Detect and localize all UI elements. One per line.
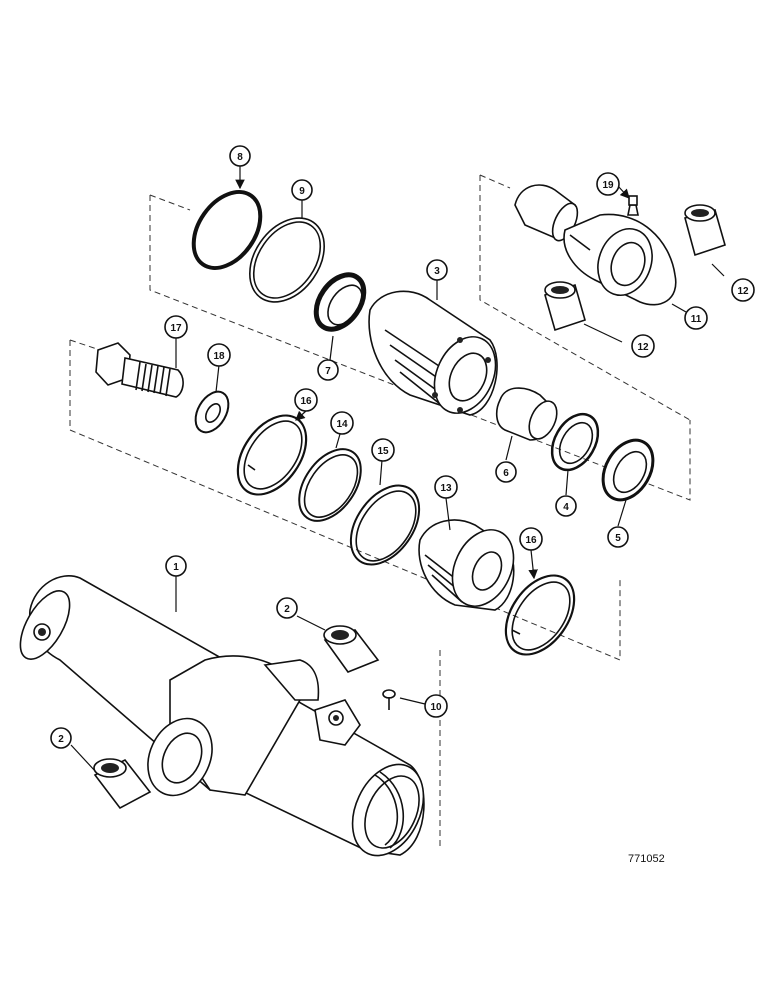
svg-text:2: 2 xyxy=(58,734,64,745)
ring-part-14 xyxy=(298,448,362,522)
cylinder-barrel-part-1 xyxy=(19,575,425,857)
ring-part-15 xyxy=(349,484,421,566)
callout-16-lower: 16 xyxy=(519,527,543,551)
leader-lines xyxy=(70,166,725,773)
svg-text:1: 1 xyxy=(173,562,179,573)
bushing-part-6 xyxy=(495,387,558,441)
bushing-part-12-lower xyxy=(544,281,586,332)
svg-text:13: 13 xyxy=(440,483,452,494)
callout-18: 18 xyxy=(207,343,231,367)
backup-ring-part-9 xyxy=(249,217,325,303)
callout-6: 6 xyxy=(495,461,517,483)
callout-19: 19 xyxy=(596,172,620,196)
callout-5: 5 xyxy=(607,526,629,548)
callout-2-left: 2 xyxy=(50,727,72,749)
callout-3: 3 xyxy=(426,259,448,281)
callout-9: 9 xyxy=(291,179,313,201)
svg-text:7: 7 xyxy=(325,366,331,377)
washer-part-18 xyxy=(194,390,230,434)
svg-text:9: 9 xyxy=(299,186,305,197)
svg-text:8: 8 xyxy=(237,152,243,163)
rod-eye-part-11 xyxy=(563,213,677,306)
svg-text:16: 16 xyxy=(300,396,312,407)
svg-text:2: 2 xyxy=(284,604,290,615)
seal-part-5 xyxy=(601,438,655,502)
callout-17: 17 xyxy=(164,315,188,339)
svg-text:5: 5 xyxy=(615,533,621,544)
svg-text:12: 12 xyxy=(737,286,749,297)
svg-text:15: 15 xyxy=(377,446,389,457)
svg-text:18: 18 xyxy=(213,351,225,362)
screw-part-10 xyxy=(382,689,396,710)
wire-ring-part-8 xyxy=(191,190,263,270)
grease-fitting-part-19 xyxy=(627,195,639,216)
callout-8: 8 xyxy=(229,145,251,167)
svg-text:12: 12 xyxy=(637,342,649,353)
drawing-code: 771052 xyxy=(628,853,665,865)
svg-text:14: 14 xyxy=(336,419,348,430)
callout-12-upper: 12 xyxy=(731,278,755,302)
svg-text:3: 3 xyxy=(434,266,440,277)
wear-ring-part-16-lower xyxy=(504,574,576,656)
callout-15: 15 xyxy=(371,438,395,462)
bolt-part-17 xyxy=(95,342,184,398)
bushing-part-12-upper xyxy=(684,204,726,257)
gland-part-3 xyxy=(368,290,498,416)
callout-10: 10 xyxy=(424,694,448,718)
svg-text:11: 11 xyxy=(691,314,702,325)
piston-group-outline xyxy=(69,339,621,661)
svg-text:4: 4 xyxy=(563,502,569,513)
ring-part-4 xyxy=(550,412,600,472)
svg-text:10: 10 xyxy=(430,702,442,713)
callout-13: 13 xyxy=(434,475,458,499)
callout-4: 4 xyxy=(555,495,577,517)
callout-16-upper: 16 xyxy=(294,388,318,412)
eye-group-outline xyxy=(479,174,691,421)
svg-text:17: 17 xyxy=(170,323,182,334)
callout-2-right: 2 xyxy=(276,597,298,619)
bushing-part-2-left xyxy=(93,758,152,810)
wiper-seal-part-7 xyxy=(313,272,367,332)
callout-14: 14 xyxy=(330,411,354,435)
svg-text:6: 6 xyxy=(503,468,509,479)
svg-text:19: 19 xyxy=(602,180,614,191)
piston-part-13 xyxy=(418,519,515,611)
callout-1: 1 xyxy=(165,555,187,577)
callout-11: 11 xyxy=(684,306,708,330)
callout-12-lower: 12 xyxy=(631,334,655,358)
svg-text:16: 16 xyxy=(525,535,537,546)
bushing-part-2-right xyxy=(323,625,380,673)
callout-7: 7 xyxy=(317,359,339,381)
